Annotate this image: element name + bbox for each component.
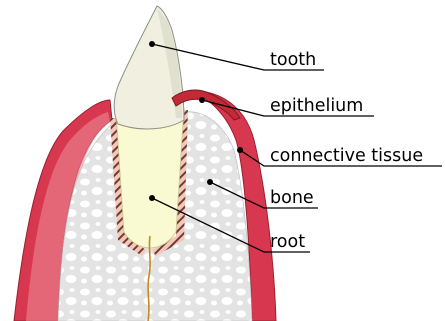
label-bone: bone	[270, 188, 314, 208]
label-connective-tissue: connective tissue	[270, 146, 423, 166]
label-tooth: tooth	[270, 50, 316, 70]
label-epithelium: epithelium	[270, 96, 363, 116]
label-root: root	[270, 232, 305, 252]
